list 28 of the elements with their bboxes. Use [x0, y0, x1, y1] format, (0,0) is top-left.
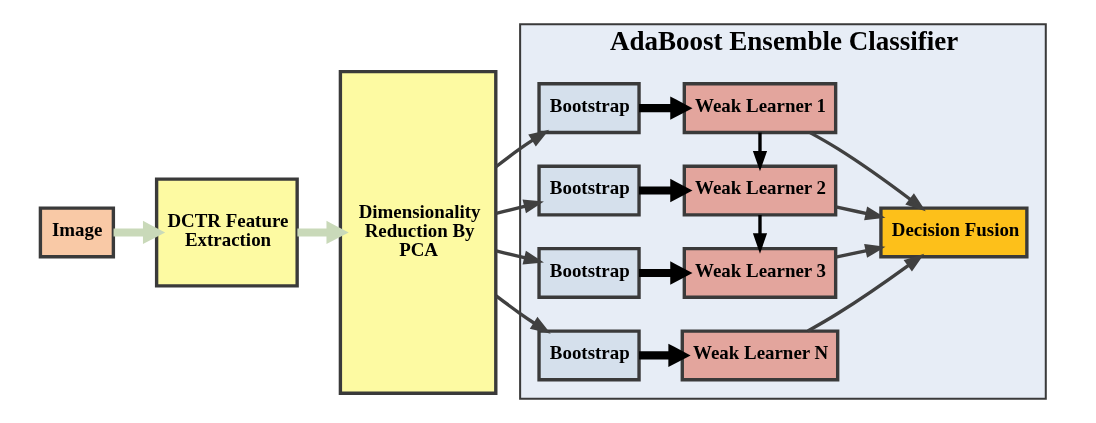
arrow: [752, 132, 767, 172]
node-box: Bootstrap: [536, 82, 641, 135]
arrow: [752, 215, 767, 254]
node-box: Weak Learner N: [680, 329, 839, 382]
arrow: [806, 253, 924, 333]
arrow: [638, 178, 692, 203]
arrow: [834, 205, 885, 221]
arrow: [638, 261, 692, 285]
node-box: Bootstrap: [536, 246, 641, 299]
arrow: [834, 243, 885, 259]
arrow: [638, 96, 692, 120]
arrow: [808, 131, 926, 212]
node-box: Bootstrap: [536, 164, 641, 217]
node-box: Weak Learner 3: [682, 246, 837, 299]
arrow: [638, 343, 691, 368]
arrow: [296, 220, 349, 245]
node-box: Weak Learner 1: [682, 82, 837, 135]
arrow: [495, 249, 544, 265]
arrow: [494, 129, 549, 169]
node-box: Weak Learner 2: [682, 164, 837, 217]
node-box: Image: [38, 206, 115, 259]
node-box: Bootstrap: [536, 329, 641, 382]
node-box: Dimensionality Reduction By PCA: [338, 69, 497, 395]
node-box: DCTR Feature Extraction: [154, 177, 299, 288]
node-box: Decision Fusion: [878, 206, 1029, 259]
arrow: [113, 220, 165, 245]
arrow: [495, 199, 544, 215]
arrow: [494, 294, 551, 334]
